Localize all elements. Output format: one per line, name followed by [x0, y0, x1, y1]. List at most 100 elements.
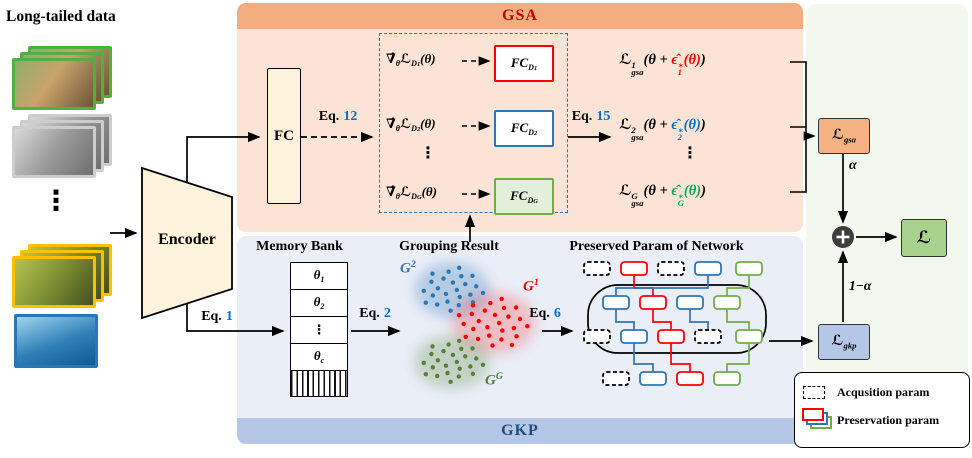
eq-word: Eq.	[318, 109, 340, 124]
supsub: ∗1	[678, 60, 684, 77]
network-node-acquisition	[583, 261, 611, 276]
gsa-header: GSA	[237, 3, 803, 29]
fcd-label: FCDG	[510, 188, 538, 205]
domain-letter: D	[411, 59, 417, 69]
network-node-blue	[620, 329, 648, 344]
sup: 2	[410, 259, 416, 270]
theta-arg: (θ)	[683, 117, 701, 133]
domain-index: 2	[416, 126, 421, 134]
sub: G	[677, 198, 684, 209]
one-minus-alpha-label: 1−α	[849, 278, 872, 293]
photo	[12, 58, 96, 110]
fcd-label: FCD1	[511, 55, 537, 72]
eq-word: Eq.	[201, 309, 222, 324]
domain-sub: DG	[411, 192, 421, 201]
vertical-ellipsis: ⋮	[42, 186, 70, 217]
epsilon-term: ϵ̂∗1(θ)	[671, 52, 701, 77]
network-node-red	[620, 261, 648, 276]
gkp-title: GKP	[501, 422, 539, 439]
sup: G	[631, 190, 638, 201]
domain-index: 1	[416, 61, 421, 69]
loss-ellipsis: ⋮	[682, 145, 698, 162]
lgsa-box: ℒgsa	[818, 118, 870, 154]
memory-row: θ2	[291, 289, 347, 316]
epsilon-hat: ϵ̂	[671, 117, 678, 133]
arrow-encoder-to-memory	[186, 304, 285, 337]
eq-word: Eq.	[359, 306, 380, 321]
network-outline	[587, 284, 767, 354]
loss-fanin-bus	[790, 61, 807, 193]
preserved-param-title: Preserved Param of Network	[569, 239, 744, 254]
eq-number: 15	[596, 109, 611, 124]
domain-index: 1	[533, 65, 538, 73]
sub: gsa	[631, 132, 644, 143]
arrow-encoder-to-fc	[186, 131, 261, 182]
domain-sub: D2	[411, 124, 420, 133]
group-label-G: GG	[485, 371, 503, 389]
eq15-label: Eq.15	[566, 109, 616, 125]
domain-index: G	[416, 194, 422, 202]
domain-letter: D	[411, 124, 417, 134]
grouping-result-title: Grouping Result	[399, 239, 499, 254]
close-paren: )	[700, 52, 706, 68]
long-tailed-data-label: Long-tailed data	[6, 8, 116, 25]
network-node-acquisition	[602, 371, 630, 386]
group-symbol: G	[400, 260, 411, 277]
ellipsis: ⋮	[313, 322, 326, 338]
supsub: ∗G	[677, 191, 684, 209]
theta-arg: (θ)	[683, 52, 701, 68]
lgkp-label: ℒgkp	[831, 333, 856, 350]
network-node-red	[676, 371, 704, 386]
epsilon-term: ϵ̂∗G(θ)	[671, 183, 701, 208]
alpha-label: α	[849, 158, 857, 173]
nabla-hat: ∇̂	[386, 51, 396, 66]
theta-arg: (θ)	[420, 116, 436, 131]
network-nodes	[583, 261, 763, 386]
memory-bank-title: Memory Bank	[256, 239, 343, 254]
fc-text: FC	[510, 54, 529, 70]
gkp-header: GKP	[237, 418, 803, 444]
encoder-label: Encoder	[158, 231, 216, 248]
sup: ∗	[677, 124, 684, 135]
network-node-red	[639, 295, 667, 310]
eq-number: 12	[343, 109, 358, 124]
sub: 2	[320, 302, 325, 312]
gradient-term-G: ∇̂θℒDG(θ)	[386, 184, 437, 201]
eq2-label: Eq.2	[352, 306, 398, 322]
sup: 1	[631, 59, 636, 70]
theta-arg: (θ)	[421, 184, 437, 199]
theta: θ	[313, 267, 321, 283]
sup: G	[495, 371, 503, 382]
open-paren: (θ +	[643, 117, 668, 133]
network-node-green	[735, 329, 763, 344]
fcd1-box: FCD1	[494, 45, 554, 82]
acquisition-param-icon	[803, 386, 825, 399]
fcdG-box: FCDG	[494, 178, 554, 215]
nabla-hat: ∇̂	[386, 184, 396, 199]
fcd-sub: DG	[527, 196, 537, 205]
network-node-acquisition	[657, 261, 685, 276]
fcd-sub: D2	[528, 128, 537, 137]
encoder-shape	[141, 166, 233, 320]
gradient-group-box	[379, 33, 568, 213]
sub: 1	[320, 275, 325, 285]
domain-letter: D	[528, 128, 534, 138]
memory-bank-table: θ1 θ2 ⋮ θc	[290, 262, 348, 397]
network-edges	[615, 275, 750, 372]
eq1-label: Eq.1	[194, 309, 240, 325]
acquisition-param-label: Acqusition param	[837, 385, 930, 399]
supsub: ∗2	[677, 124, 684, 142]
preservation-param-label: Preservation param	[837, 413, 940, 427]
theta-entry: θ2	[314, 294, 325, 311]
loss-symbol: ℒ	[399, 51, 412, 66]
fcd2-box: FCD2	[494, 110, 554, 147]
cluster-dots	[421, 265, 530, 384]
theta: θ	[313, 348, 321, 364]
epsilon-hat: ϵ̂	[671, 183, 678, 199]
